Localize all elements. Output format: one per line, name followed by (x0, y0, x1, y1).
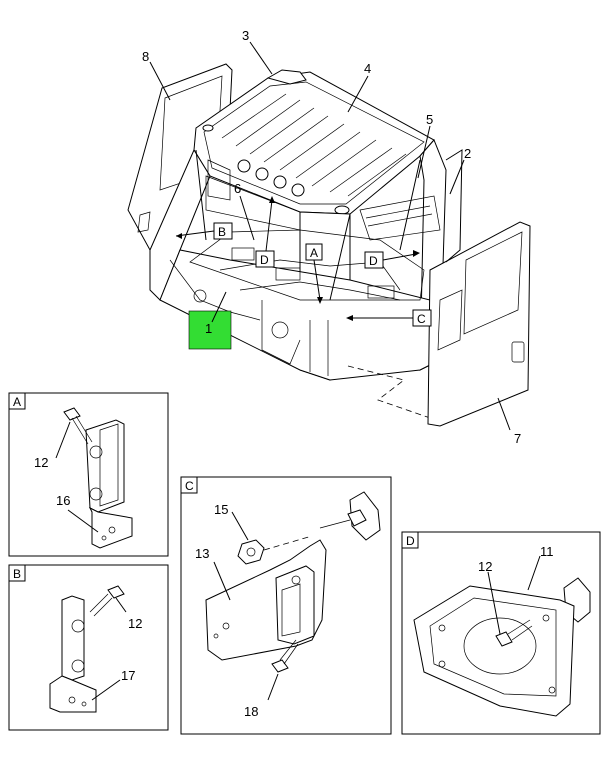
panel-c-label: C (185, 479, 194, 493)
detail-panel-a: A 12 16 (8, 392, 169, 557)
view-ref-a: A (310, 246, 318, 260)
callout-d-12: 12 (478, 559, 492, 574)
callout-b-12: 12 (128, 616, 142, 631)
callout-6: 6 (234, 181, 241, 196)
callout-8: 8 (142, 49, 149, 64)
view-reference-tags: B A D D C (175, 196, 432, 327)
callout-7: 7 (514, 431, 521, 446)
panel-a-label: A (13, 395, 21, 409)
callout-a-16: 16 (56, 493, 70, 508)
main-callouts: 3 4 8 5 2 6 7 1 (142, 28, 521, 446)
callout-c-13: 13 (195, 546, 209, 561)
view-ref-c: C (417, 312, 426, 326)
view-ref-d-1: D (260, 253, 269, 267)
view-ref-d-2: D (369, 254, 378, 268)
cab-assembly-illustration (127, 63, 531, 427)
callout-b-17: 17 (121, 668, 135, 683)
callout-d-11: 11 (540, 544, 554, 559)
detail-panel-b: B 12 17 (8, 564, 169, 731)
callout-c-18: 18 (244, 704, 258, 719)
callout-1[interactable]: 1 (205, 321, 212, 336)
callout-4: 4 (364, 61, 371, 76)
panel-d-label: D (406, 534, 415, 548)
callout-1-highlight[interactable] (188, 310, 232, 350)
detail-panel-d: D 12 11 (401, 531, 601, 735)
view-ref-b: B (218, 225, 226, 239)
detail-panel-c: C 15 18 13 (180, 476, 392, 735)
callout-c-15: 15 (214, 502, 228, 517)
callout-a-12: 12 (34, 455, 48, 470)
callout-2: 2 (464, 146, 471, 161)
callout-5: 5 (426, 112, 433, 127)
callout-3: 3 (242, 28, 249, 43)
panel-b-label: B (13, 567, 21, 581)
